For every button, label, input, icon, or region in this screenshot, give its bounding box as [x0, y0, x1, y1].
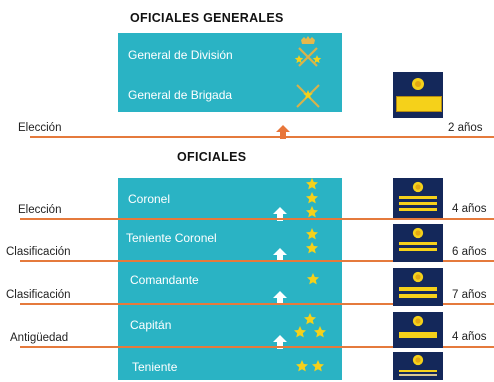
promotion-arrow-orange-icon — [276, 125, 290, 139]
gold-stripe — [399, 242, 437, 245]
gold-stripe — [399, 294, 437, 298]
rank-general-division: General de División — [128, 48, 233, 62]
rank-general-brigada: General de Brigada — [128, 88, 233, 102]
coronel-stars-icon — [306, 178, 318, 218]
years-label-4: 7 años — [452, 289, 487, 301]
promotion-line-3 — [20, 260, 494, 262]
coronel-badge — [393, 178, 443, 218]
promotion-line-4 — [20, 303, 494, 305]
rank-coronel: Coronel — [128, 192, 171, 206]
rank-capitan: Capitán — [130, 318, 172, 332]
sun-emblem-icon — [412, 227, 424, 239]
rank-teniente: Teniente — [132, 360, 178, 374]
capitan-badge — [393, 312, 443, 348]
gold-stripe — [399, 202, 437, 205]
general-division-insignia-icon — [294, 36, 322, 67]
general-brigada-insignia-icon — [296, 84, 320, 108]
criterion-label-5: Antigüedad — [10, 332, 69, 344]
sun-emblem-icon — [412, 271, 424, 283]
gold-stripe — [399, 287, 437, 291]
years-label-1: 2 años — [448, 122, 483, 134]
gold-stripe — [399, 374, 437, 376]
years-label-3: 6 años — [452, 246, 487, 258]
teniente-coronel-stars-icon — [306, 228, 318, 254]
capitan-stars-icon — [294, 313, 326, 338]
comandante-star-icon — [307, 273, 319, 285]
rank-comandante: Comandante — [130, 273, 199, 287]
sun-emblem-icon — [412, 315, 424, 327]
criterion-label-2: Elección — [18, 204, 62, 216]
gold-band — [396, 96, 442, 112]
teniente-stars-icon — [296, 360, 324, 372]
criterion-label-1: Elección — [18, 122, 62, 134]
gold-stripe — [399, 196, 437, 199]
promotion-arrow-icon — [273, 207, 287, 221]
criterion-label-4: Clasificación — [6, 289, 71, 301]
promotion-line-5 — [20, 346, 494, 348]
promotion-arrow-icon — [273, 248, 287, 262]
general-brigada-badge — [393, 72, 443, 118]
section-title-oficiales: OFICIALES — [177, 150, 247, 164]
sun-emblem-icon — [412, 78, 424, 90]
teniente-coronel-badge — [393, 224, 443, 262]
years-label-2: 4 años — [452, 203, 487, 215]
gold-stripe — [399, 208, 437, 211]
comandante-badge — [393, 268, 443, 306]
criterion-label-3: Clasificación — [6, 246, 71, 258]
promotion-arrow-icon — [273, 335, 287, 349]
rank-teniente-coronel: Teniente Coronel — [126, 231, 217, 245]
section-title-generales: OFICIALES GENERALES — [130, 11, 284, 25]
gold-stripe — [399, 248, 437, 251]
years-label-5: 4 años — [452, 331, 487, 343]
teniente-badge — [393, 352, 443, 380]
promotion-line-1 — [30, 136, 494, 138]
promotion-line-2 — [20, 218, 494, 220]
sun-emblem-icon — [412, 181, 424, 193]
gold-stripe — [399, 332, 437, 338]
sun-emblem-icon — [412, 354, 424, 366]
promotion-arrow-icon — [273, 291, 287, 305]
gold-stripe — [399, 370, 437, 372]
